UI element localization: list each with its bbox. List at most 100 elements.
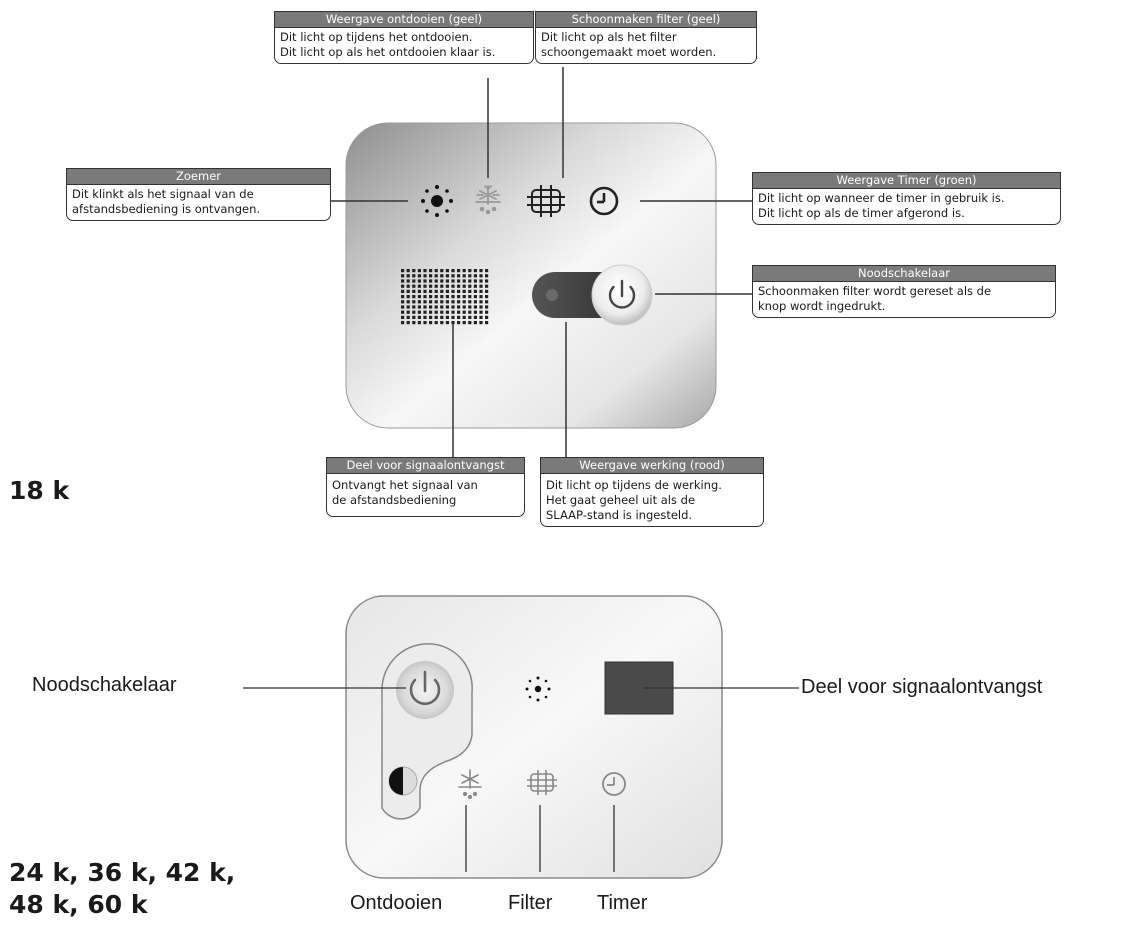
grille-dot — [445, 274, 449, 278]
callout-title: Noodschakelaar — [753, 266, 1055, 282]
grille-dot — [440, 279, 444, 283]
top-leader-lines — [330, 67, 752, 457]
grille-dot — [473, 310, 477, 314]
buzzer-dots-icon — [525, 676, 551, 702]
grille-dot — [412, 269, 416, 273]
callout-line: Dit licht op tijdens de werking. — [546, 478, 722, 492]
callout-title: Weergave werking (rood) — [541, 458, 763, 474]
grille-dot — [445, 284, 449, 288]
grille-dot — [429, 321, 433, 325]
grille-dot — [479, 284, 483, 288]
grille-dot — [485, 269, 489, 273]
grille-dot — [401, 279, 405, 283]
grille-dot — [429, 289, 433, 293]
grille-dot — [451, 315, 455, 319]
grille-dot — [423, 310, 427, 314]
callout-timer: Weergave Timer (groen) Dit licht op wann… — [752, 172, 1061, 225]
grille-dot — [457, 269, 461, 273]
grille-dot — [473, 315, 477, 319]
grille-dot — [423, 284, 427, 288]
grille-dot — [468, 279, 472, 283]
grille-dot — [423, 269, 427, 273]
grille-dot — [457, 305, 461, 309]
callout-line: Dit licht op wanneer de timer in gebruik… — [758, 191, 1005, 205]
grille-dot — [485, 284, 489, 288]
grille-dot — [434, 310, 438, 314]
callout-line: afstandsbediening is ontvangen. — [72, 202, 261, 216]
grille-dot — [434, 295, 438, 299]
grille-dot — [473, 289, 477, 293]
grille-dot — [406, 321, 410, 325]
grille-dot — [473, 300, 477, 304]
grille-dot — [406, 269, 410, 273]
grille-dot — [462, 284, 466, 288]
grille-dot — [434, 315, 438, 319]
grille-dot — [429, 305, 433, 309]
grille-dot — [451, 269, 455, 273]
callout-line: Dit licht op als de timer afgerond is. — [758, 206, 965, 220]
grille-dot — [457, 279, 461, 283]
grille-dot — [401, 310, 405, 314]
grille-dot — [485, 310, 489, 314]
grille-dot — [462, 289, 466, 293]
callout-line: Dit licht op als het filter — [541, 30, 677, 44]
grille-dot — [429, 279, 433, 283]
grille-dot — [468, 321, 472, 325]
grille-dot — [417, 289, 421, 293]
grille-dot — [440, 300, 444, 304]
callout-receiver: Deel voor signaalontvangst Ontvangt het … — [326, 457, 525, 517]
clock-icon — [602, 772, 626, 796]
grille-dot — [451, 295, 455, 299]
grille-dot — [479, 321, 483, 325]
grille-dot — [401, 295, 405, 299]
grille-dot — [417, 300, 421, 304]
grille-dot — [429, 295, 433, 299]
grille-dot — [406, 305, 410, 309]
grille-dot — [423, 279, 427, 283]
grille-dot — [417, 305, 421, 309]
grille-dot — [401, 315, 405, 319]
callout-operation: Weergave werking (rood) Dit licht op tij… — [540, 457, 764, 527]
grille-dot — [462, 279, 466, 283]
grille-dot — [479, 289, 483, 293]
grille-dot — [406, 284, 410, 288]
grille-dot — [451, 289, 455, 293]
grille-dot — [434, 279, 438, 283]
grille-dot — [406, 279, 410, 283]
grille-dot — [423, 321, 427, 325]
callout-line: de afstandsbediening — [332, 493, 457, 507]
grille-dot — [485, 289, 489, 293]
grille-dot — [406, 310, 410, 314]
power-icon[interactable] — [396, 661, 454, 719]
callout-title: Deel voor signaalontvangst — [327, 458, 524, 474]
grille-dot — [451, 300, 455, 304]
callout-title: Weergave Timer (groen) — [753, 173, 1060, 189]
grille-dot — [468, 310, 472, 314]
signal-receiver-grille — [401, 269, 489, 325]
grille-dot — [445, 295, 449, 299]
label-emergency: Noodschakelaar — [32, 674, 177, 696]
grille-dot — [485, 300, 489, 304]
grille-dot — [485, 274, 489, 278]
grille-dot — [457, 274, 461, 278]
callout-line: Dit licht op als het ontdooien klaar is. — [280, 45, 496, 59]
callout-buzzer: Zoemer Dit klinkt als het signaal van de… — [66, 168, 331, 221]
grille-dot — [451, 279, 455, 283]
grille-dot — [468, 300, 472, 304]
grille-dot — [468, 295, 472, 299]
callout-line: knop wordt ingedrukt. — [758, 299, 886, 313]
callout-title: Schoonmaken filter (geel) — [536, 12, 756, 28]
grille-dot — [417, 295, 421, 299]
grille-dot — [440, 269, 444, 273]
grille-dot — [468, 305, 472, 309]
grille-dot — [445, 269, 449, 273]
grille-dot — [440, 321, 444, 325]
grille-dot — [406, 289, 410, 293]
grille-dot — [473, 321, 477, 325]
clock-icon — [589, 186, 619, 216]
grille-dot — [417, 315, 421, 319]
grille-dot — [412, 315, 416, 319]
callout-defrost: Weergave ontdooien (geel) Dit licht op t… — [274, 11, 534, 64]
grille-dot — [440, 284, 444, 288]
power-icon[interactable] — [591, 264, 653, 326]
